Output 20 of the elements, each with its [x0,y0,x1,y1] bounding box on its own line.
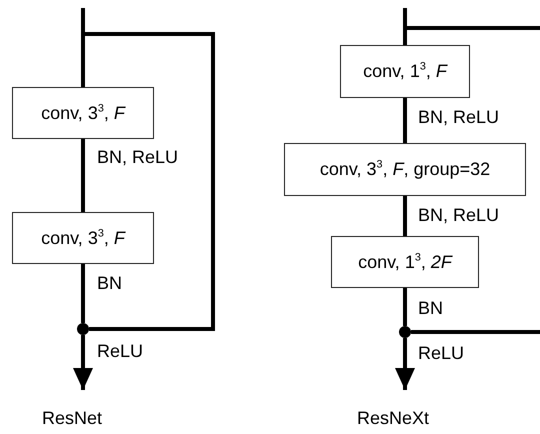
network-caption: ResNeXt [357,408,430,429]
connector-line [81,264,85,323]
network-caption: ResNet [42,408,102,429]
connector-line [403,98,407,143]
layer-box: conv, 3$^{3}$, F [12,212,154,264]
connector-line [81,8,85,87]
arrow [73,335,93,390]
layer-box: conv, 3$^{3}$, F [12,87,154,139]
junction-dot [399,326,411,338]
connector-line [405,26,540,334]
connector-line [81,139,85,212]
connector-line [83,32,215,331]
layer-box: conv, 1$^{3}$, 2F [331,236,479,288]
layer-box: conv, 1$^{3}$, F [340,45,470,98]
layer-box: conv, 3$^{3}$, F, group=32 [284,143,526,196]
junction-dot [77,323,89,335]
arrow [395,338,415,390]
connector-line [403,196,407,236]
connector-line [403,8,407,45]
connector-line [403,288,407,326]
